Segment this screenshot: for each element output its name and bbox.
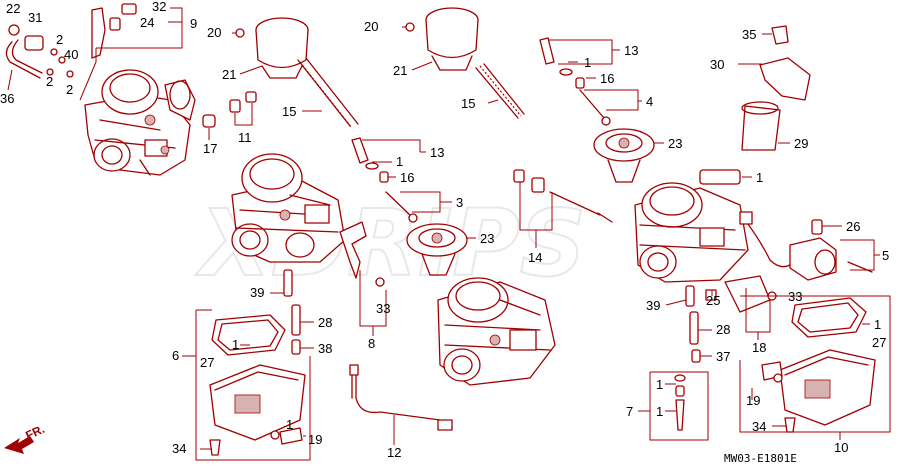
callout-label: 11 <box>238 130 252 145</box>
bracket-part <box>339 221 385 287</box>
callout-label: 5 <box>882 248 889 263</box>
callout-label: 38 <box>318 341 332 356</box>
callout-label: 34 <box>172 441 186 456</box>
callout-label: 27 <box>200 355 214 370</box>
callout-label: 25 <box>706 293 720 308</box>
top-cover-center <box>405 7 525 119</box>
front-arrow-icon <box>4 436 34 454</box>
callout-label: 20 <box>364 19 378 34</box>
callout-label: 24 <box>140 15 154 30</box>
callout-label: 32 <box>152 0 166 14</box>
callout-label: 29 <box>794 136 808 151</box>
callout-label: 33 <box>788 289 802 304</box>
top-cover-left <box>235 17 359 129</box>
callout-label: 4 <box>646 94 653 109</box>
callout-label: 34 <box>752 419 766 434</box>
jet-needle-parts-left <box>351 137 418 223</box>
callout-label: 26 <box>846 219 860 234</box>
callout-label: 21 <box>222 67 236 82</box>
callout-label: 35 <box>742 27 756 42</box>
callout-label: 2 <box>66 82 73 97</box>
callout-label: 13 <box>624 43 638 58</box>
diagram-code: MW03-E1801E <box>724 452 797 465</box>
callout-label: 1 <box>584 55 591 70</box>
callout-label: 2 <box>46 74 53 89</box>
callout-label: 18 <box>752 340 766 355</box>
diaphragm-left <box>406 223 468 276</box>
leader-lines <box>7 7 891 461</box>
pilot-screw-parts <box>513 169 613 223</box>
callout-label: 33 <box>376 301 390 316</box>
callout-label: 12 <box>387 445 401 460</box>
callout-label: 19 <box>308 432 322 447</box>
right-side-parts <box>705 211 873 313</box>
callout-label: 31 <box>28 10 42 25</box>
jet-parts-right <box>674 285 701 431</box>
jet-needle-parts-right <box>539 37 611 126</box>
front-direction-label: FR. <box>23 422 46 443</box>
carburetor-assembly-right <box>634 169 749 283</box>
callout-label: 16 <box>400 170 414 185</box>
carburetor-assembly-center-left <box>231 153 346 263</box>
callout-label: 1 <box>756 170 763 185</box>
callout-label: 1 <box>396 154 403 169</box>
callout-label: 7 <box>626 404 633 419</box>
callout-label: 17 <box>203 141 217 156</box>
callout-label: 3 <box>456 195 463 210</box>
callout-label: 36 <box>0 91 14 106</box>
callout-label: 30 <box>710 57 724 72</box>
callout-label: 37 <box>716 349 730 364</box>
callout-label: 23 <box>480 231 494 246</box>
callout-label: 2 <box>56 32 63 47</box>
callout-label: 21 <box>393 63 407 78</box>
float-bowl-right <box>761 297 876 433</box>
callout-label: 28 <box>716 322 730 337</box>
callout-label: 1 <box>656 377 663 392</box>
callout-labels: 22 31 32 24 9 2 40 2 2 36 20 21 15 17 11… <box>0 0 889 460</box>
callout-label: 1 <box>656 404 663 419</box>
callout-label: 1 <box>286 417 293 432</box>
callout-label: 1 <box>874 317 881 332</box>
float-bowl-left <box>209 269 306 456</box>
callout-label: 10 <box>834 440 848 455</box>
fuel-hose-parts <box>5 3 137 79</box>
callout-label: 14 <box>528 250 542 265</box>
diaphragm-right <box>593 128 655 183</box>
callout-label: 39 <box>646 298 660 313</box>
spring-parts <box>202 91 257 128</box>
carburetor-assembly-left-top <box>84 69 196 176</box>
callout-label: 6 <box>172 348 179 363</box>
callout-label: 19 <box>746 393 760 408</box>
callout-label: 13 <box>430 145 444 160</box>
right-top-parts <box>741 25 811 151</box>
callout-label: 1 <box>232 337 239 352</box>
front-direction-arrow: FR. <box>4 422 47 454</box>
carburetor-assembly-center-bottom <box>437 277 556 386</box>
callout-label: 20 <box>207 25 221 40</box>
callout-label: 40 <box>64 47 78 62</box>
callout-label: 15 <box>461 96 475 111</box>
callout-label: 8 <box>368 336 375 351</box>
callout-label: 16 <box>600 71 614 86</box>
callout-label: 28 <box>318 315 332 330</box>
callout-label: 27 <box>872 335 886 350</box>
callout-label: 23 <box>668 136 682 151</box>
throttle-cable <box>349 364 453 431</box>
callout-label: 9 <box>190 16 197 31</box>
callout-label: 15 <box>282 104 296 119</box>
callout-label: 22 <box>6 1 20 16</box>
callout-label: 39 <box>250 285 264 300</box>
